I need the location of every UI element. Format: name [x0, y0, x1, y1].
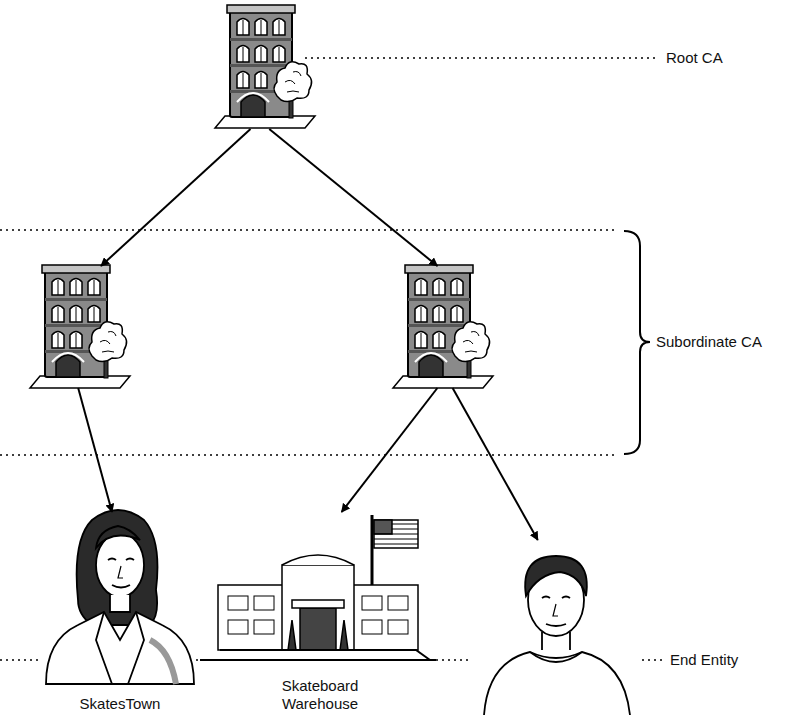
entity-name: SkatesTown	[45, 695, 195, 713]
entity-node	[44, 266, 120, 388]
level-label: Subordinate CA	[654, 333, 764, 351]
level-line	[0, 58, 662, 660]
level-label: End Entity	[668, 651, 740, 669]
warehouse-building	[200, 515, 436, 660]
level-label: Root CA	[664, 49, 725, 67]
person-man	[484, 556, 630, 715]
entity-node	[407, 266, 483, 388]
bracket	[624, 231, 650, 454]
issue-arrow	[342, 388, 438, 512]
person-woman	[46, 510, 194, 684]
issue-arrow	[269, 129, 437, 266]
issue-arrow	[453, 388, 538, 540]
entity-node: Skateboard Warehouse	[212, 512, 428, 715]
issue-arrow	[78, 388, 112, 512]
entity-name: Skateboard Warehouse	[265, 677, 375, 713]
entity-node	[228, 4, 303, 129]
issue-arrow	[101, 129, 251, 266]
entity-node	[480, 540, 645, 715]
entity-node: SkatesTown	[40, 512, 200, 715]
